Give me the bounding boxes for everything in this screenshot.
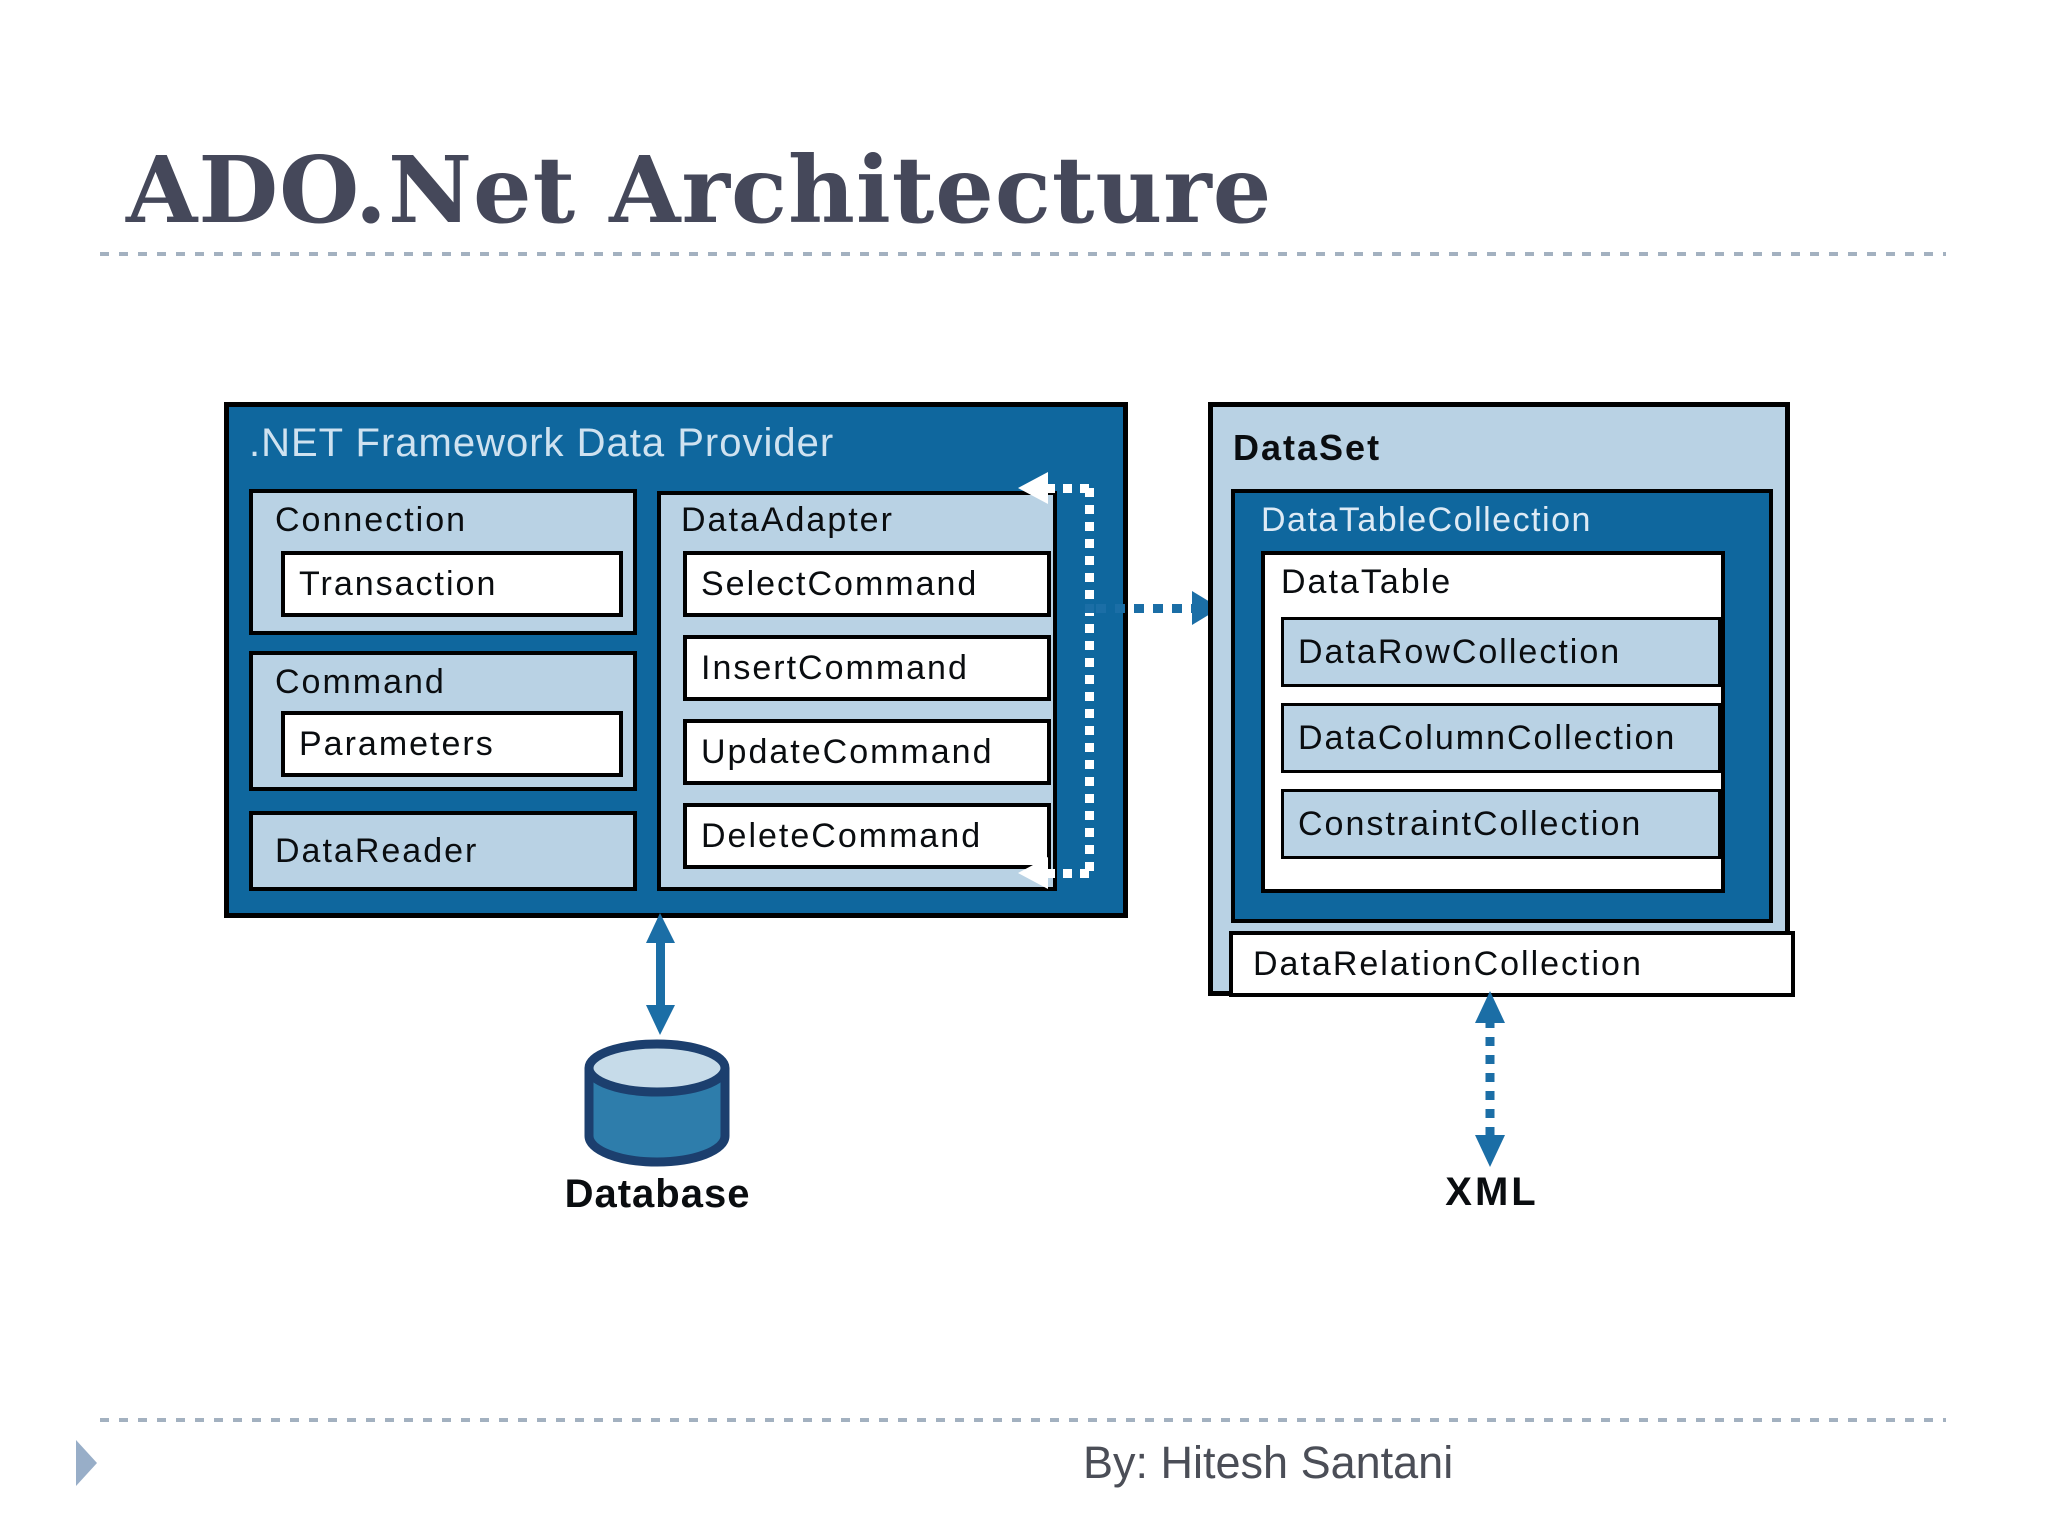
xml-label: XML (1445, 1170, 1539, 1214)
parameters-box: Parameters (281, 711, 623, 777)
database-arrow-icon (646, 913, 675, 1035)
title-divider-line (100, 252, 1946, 256)
dataadapter-box: DataAdapter SelectCommand InsertCommand … (657, 491, 1057, 891)
dataadapter-loop-line-icon (1085, 488, 1094, 876)
net-framework-data-provider-box: .NET Framework Data Provider Connection … (224, 402, 1128, 918)
footer-divider-line (100, 1418, 1946, 1422)
dataadapter-loop-bottom-arrow-icon (1018, 857, 1048, 889)
datatablecollection-box: DataTableCollection DataTable DataRowCol… (1231, 489, 1773, 923)
dataadapter-loop-bottom-stub-icon (1046, 869, 1092, 878)
datatablecollection-label: DataTableCollection (1261, 501, 1592, 539)
database-icon (584, 1039, 730, 1167)
constraintcollection-box: ConstraintCollection (1281, 789, 1721, 859)
provider-box-title: .NET Framework Data Provider (249, 421, 835, 465)
dataset-arrow-joint-icon (1085, 604, 1094, 613)
datarowcollection-box: DataRowCollection (1281, 617, 1721, 687)
insertcommand-box: InsertCommand (683, 635, 1051, 701)
dataset-arrow-line-icon (1096, 604, 1194, 613)
dataset-label: DataSet (1233, 427, 1382, 468)
transaction-box: Transaction (281, 551, 623, 617)
dataadapter-loop-top-stub-icon (1046, 484, 1092, 493)
footer-credit: By: Hitesh Santani (1083, 1437, 1454, 1488)
command-label: Command (275, 663, 446, 701)
connection-label: Connection (275, 501, 468, 539)
connection-box: Connection Transaction (249, 489, 637, 635)
datarelationcollection-box: DataRelationCollection (1229, 931, 1795, 997)
database-label: Database (564, 1172, 751, 1216)
datatable-box: DataTable DataRowCollection DataColumnCo… (1261, 551, 1725, 893)
play-triangle-icon (76, 1440, 97, 1486)
deletecommand-box: DeleteCommand (683, 803, 1051, 869)
command-box: Command Parameters (249, 651, 637, 791)
selectcommand-box: SelectCommand (683, 551, 1051, 617)
updatecommand-box: UpdateCommand (683, 719, 1051, 785)
datatable-label: DataTable (1281, 563, 1453, 601)
xml-arrow-icon (1475, 991, 1505, 1167)
page-title: ADO.Net Architecture (126, 136, 1273, 244)
datacolumncollection-box: DataColumnCollection (1281, 703, 1721, 773)
dataset-box: DataSet DataTableCollection DataTable Da… (1208, 402, 1795, 997)
datareader-label: DataReader (275, 831, 479, 870)
datareader-box: DataReader (249, 811, 637, 891)
dataadapter-label: DataAdapter (681, 501, 894, 539)
dataadapter-loop-top-arrow-icon (1018, 472, 1048, 504)
